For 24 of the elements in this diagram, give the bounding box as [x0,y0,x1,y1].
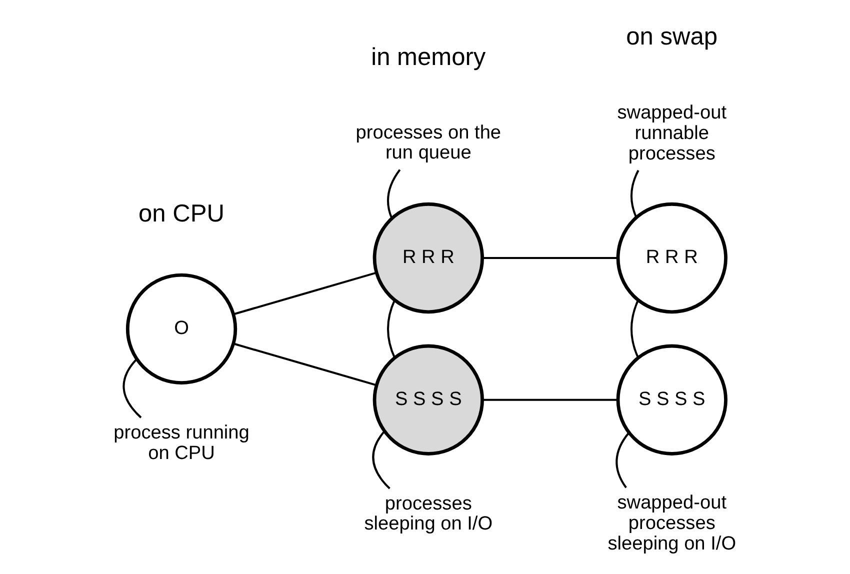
connector [630,170,640,218]
label: on swap [626,23,718,50]
node-circle: R R R [616,202,728,314]
node-circle: O [126,273,238,385]
node-text: swapped-out runnable processes [617,102,727,164]
connector [616,432,630,488]
connector [482,257,618,260]
connector [630,300,640,358]
node-circle: S S S S [372,344,484,456]
node-circle: S S S S [616,344,728,456]
node-text: processes sleeping on I/O [364,493,493,535]
connector [386,300,396,358]
node-text: swapped-out processes sleeping on I/O [608,492,736,555]
connector [372,430,390,490]
connector [233,342,377,386]
connector [482,398,618,401]
label: on CPU [138,200,224,228]
connector [122,358,142,418]
connector [233,272,377,316]
label: in memory [371,44,486,71]
node-text: process running on CPU [114,422,250,464]
connector [387,169,401,219]
node-circle: R R R [372,202,484,314]
node-text: processes on the run queue [356,122,502,164]
